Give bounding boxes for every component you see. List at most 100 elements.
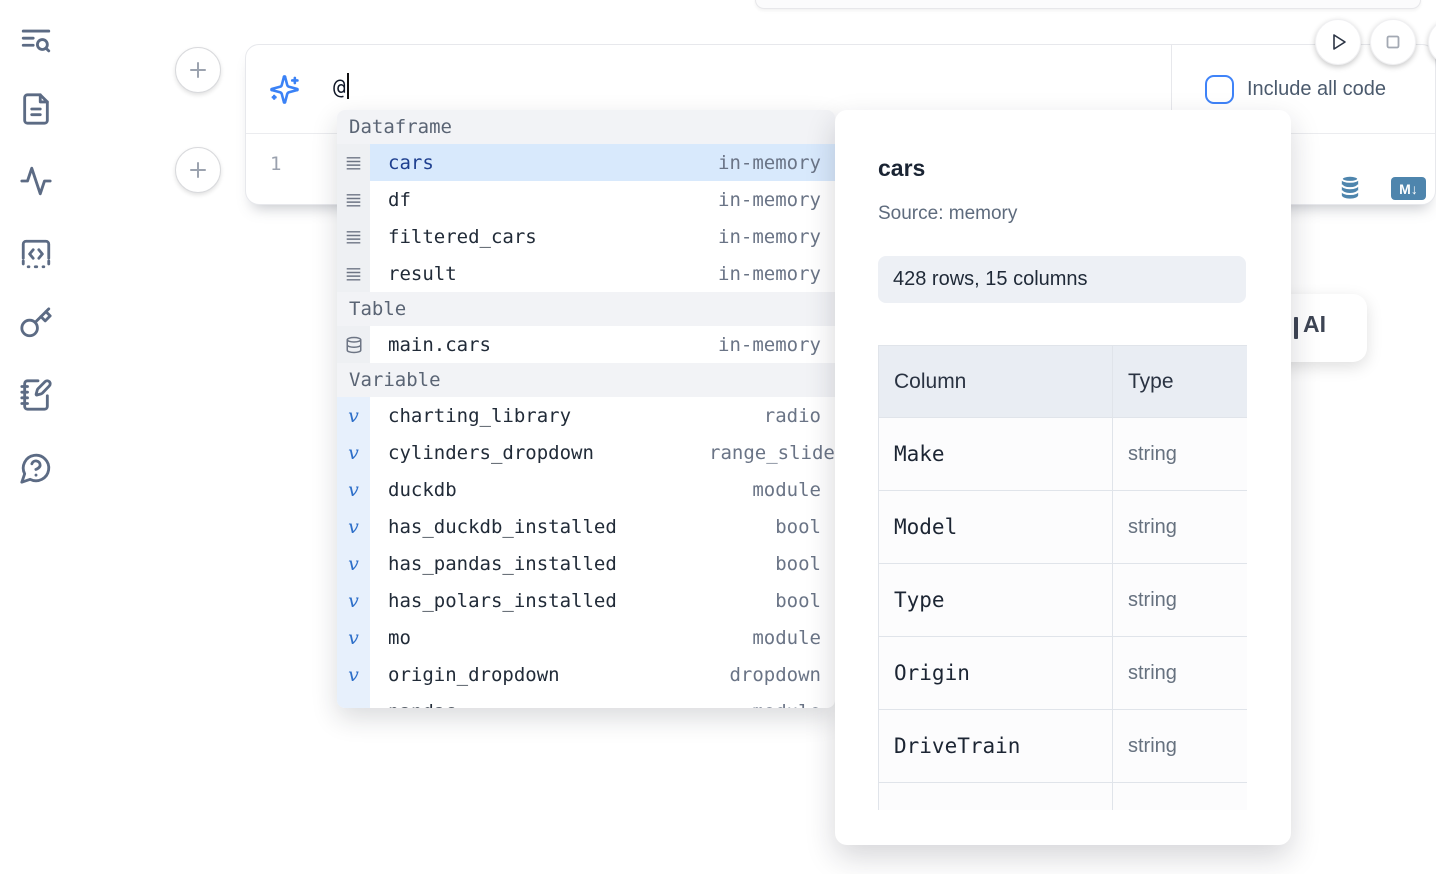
preview-source: Source: memory — [878, 203, 1018, 224]
schema-header-cell: Column — [878, 345, 1113, 418]
line-number: 1 — [270, 153, 282, 175]
item-name: df — [388, 188, 411, 211]
item-type: bool — [775, 552, 821, 575]
autocomplete-item-has-duckdb-installed[interactable]: v has_duckdb_installed bool — [337, 508, 835, 545]
dataframe-preview-panel: cars Source: memory 428 rows, 15 columns… — [835, 110, 1291, 845]
schema-header-cell: Type — [1112, 345, 1247, 418]
variable-icon: v — [337, 508, 370, 545]
schema-row-partial — [878, 782, 1247, 810]
rows-icon — [337, 144, 370, 181]
rows-icon — [337, 255, 370, 292]
ai-prompt-input[interactable]: @ — [333, 73, 349, 99]
column-type: string — [1112, 563, 1247, 637]
column-type: string — [1112, 636, 1247, 710]
autocomplete-item-pandas[interactable]: vpandasmodule — [337, 693, 835, 708]
variable-icon: v — [337, 693, 370, 708]
stop-button[interactable] — [1370, 19, 1416, 65]
autocomplete-item-result[interactable]: result in-memory — [337, 255, 835, 292]
column-type: string — [1112, 417, 1247, 491]
column-name: Make — [878, 417, 1113, 491]
play-icon — [1333, 34, 1346, 50]
autocomplete-item-cars[interactable]: cars in-memory — [337, 144, 835, 181]
item-name: mo — [388, 626, 411, 649]
sparkles-ai-icon — [269, 74, 300, 105]
variable-icon: v — [337, 582, 370, 619]
item-name: has_polars_installed — [388, 589, 617, 612]
item-type: in-memory — [718, 151, 821, 174]
autocomplete-section-header: Variable — [337, 363, 835, 397]
rows-icon — [337, 181, 370, 218]
activity-icon[interactable] — [19, 164, 53, 198]
divider — [1171, 45, 1172, 134]
column-name: Type — [878, 563, 1113, 637]
ai-button-label: AI — [1303, 311, 1326, 337]
file-text-icon[interactable] — [19, 92, 53, 126]
autocomplete-item-main-cars[interactable]: main.cars in-memory — [337, 326, 835, 363]
autocomplete-dropdown: Dataframe cars in-memory df in-memory filtere… — [337, 110, 835, 708]
column-type: string — [1112, 709, 1247, 783]
column-name: DriveTrain — [878, 709, 1113, 783]
item-type: module — [752, 626, 821, 649]
help-chat-icon[interactable] — [19, 451, 53, 485]
variable-icon: v — [337, 619, 370, 656]
item-type: bool — [775, 589, 821, 612]
item-type: module — [709, 701, 821, 709]
item-name: has_duckdb_installed — [388, 515, 617, 538]
add-cell-button-top[interactable] — [175, 47, 221, 93]
datasource-icon[interactable] — [1336, 171, 1364, 203]
item-type: dropdown — [729, 663, 821, 686]
add-cell-button-bottom[interactable] — [175, 147, 221, 193]
item-name: cars — [388, 151, 434, 174]
item-name: filtered_cars — [388, 225, 537, 248]
column-name: Origin — [878, 636, 1113, 710]
item-type: module — [752, 478, 821, 501]
autocomplete-item-origin-dropdown[interactable]: v origin_dropdown dropdown — [337, 656, 835, 693]
markdown-icon[interactable]: M↓ — [1391, 177, 1426, 200]
item-name: origin_dropdown — [388, 663, 560, 686]
autocomplete-section-header: Dataframe — [337, 110, 835, 144]
item-type: bool — [775, 515, 821, 538]
item-name: has_pandas_installed — [388, 552, 617, 575]
item-name: result — [388, 262, 457, 285]
text-search-icon[interactable] — [19, 24, 53, 58]
autocomplete-item-df[interactable]: df in-memory — [337, 181, 835, 218]
text-cursor — [346, 73, 349, 99]
key-icon[interactable] — [19, 306, 53, 340]
rows-columns-badge: 428 rows, 15 columns — [878, 256, 1246, 303]
prompt-value: @ — [333, 75, 346, 99]
column-name: Model — [878, 490, 1113, 564]
item-type: range_slider — [709, 441, 835, 464]
run-cell-button[interactable] — [1315, 19, 1361, 65]
code-square-icon[interactable] — [19, 237, 53, 271]
item-name: cylinders_dropdown — [388, 441, 594, 464]
item-name: main.cars — [388, 333, 491, 356]
preview-title: cars — [878, 155, 926, 181]
rows-icon — [337, 218, 370, 255]
item-type: in-memory — [718, 333, 821, 356]
autocomplete-item-has-polars-installed[interactable]: v has_polars_installed bool — [337, 582, 835, 619]
variable-icon: v — [337, 397, 370, 434]
item-type: radio — [763, 404, 821, 427]
notebook-pen-icon[interactable] — [19, 378, 53, 412]
include-all-code-control: Include all code — [1205, 75, 1386, 104]
variable-icon: v — [337, 656, 370, 693]
item-type: in-memory — [718, 262, 821, 285]
variable-icon: v — [337, 471, 370, 508]
item-type: in-memory — [718, 188, 821, 211]
include-all-code-checkbox[interactable] — [1205, 75, 1234, 104]
